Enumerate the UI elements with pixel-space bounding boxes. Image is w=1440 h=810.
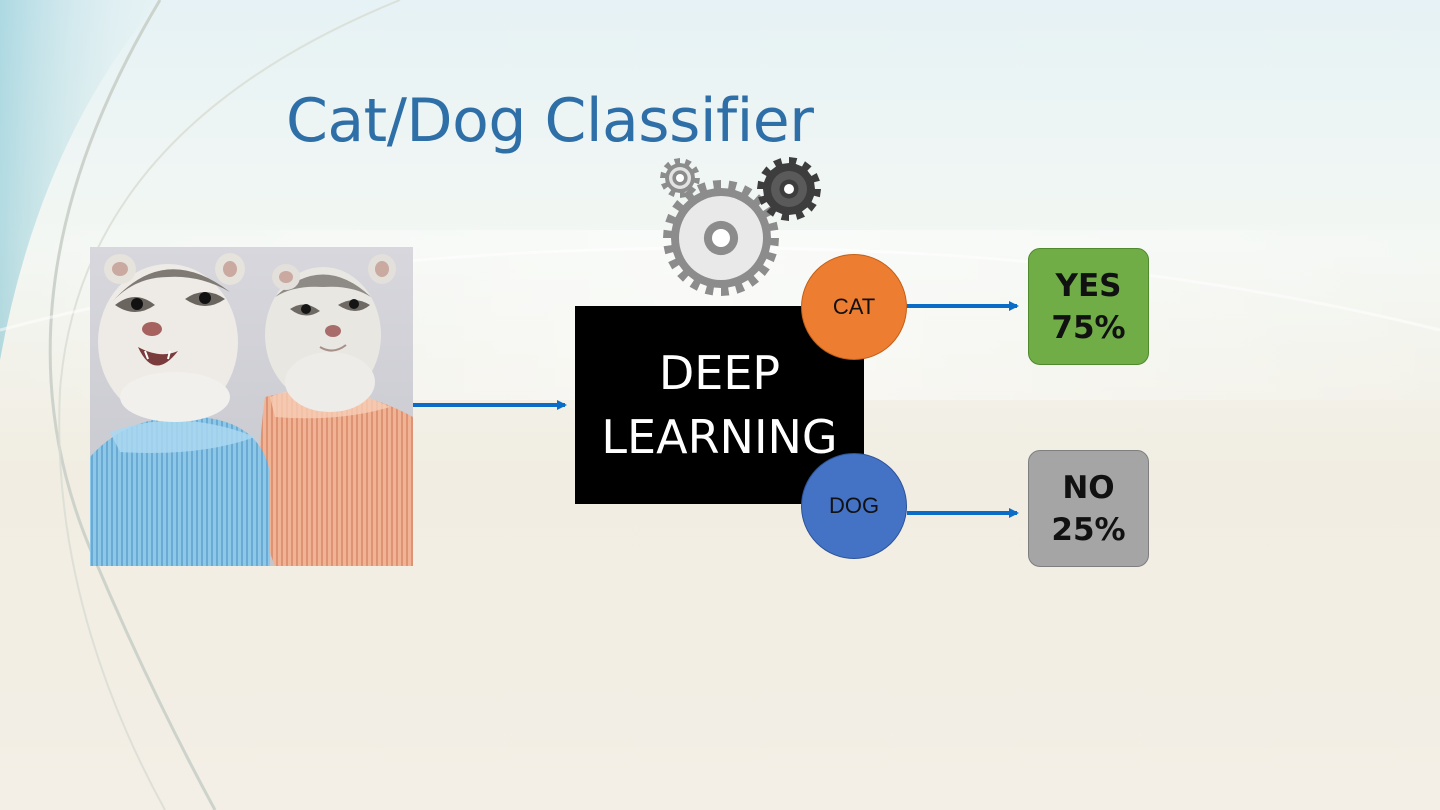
- result-no-label: NO: [1062, 469, 1115, 506]
- class-node-dog: DOG: [801, 453, 907, 559]
- ferret-photo: [90, 247, 413, 566]
- class-label-dog: DOG: [828, 493, 880, 518]
- result-yes-label: YES: [1055, 267, 1122, 304]
- class-label-cat: CAT: [832, 294, 876, 319]
- result-yes-percent: 75%: [1051, 309, 1126, 346]
- slide-title: Cat/Dog Classifier: [286, 86, 814, 156]
- result-box-yes: YES 75%: [1028, 248, 1149, 365]
- result-box-no: NO 25%: [1028, 450, 1149, 567]
- model-label-line2: LEARNING: [601, 410, 838, 464]
- result-no-percent: 25%: [1051, 511, 1126, 548]
- class-node-cat: CAT: [801, 254, 907, 360]
- model-label-line1: DEEP: [658, 346, 781, 400]
